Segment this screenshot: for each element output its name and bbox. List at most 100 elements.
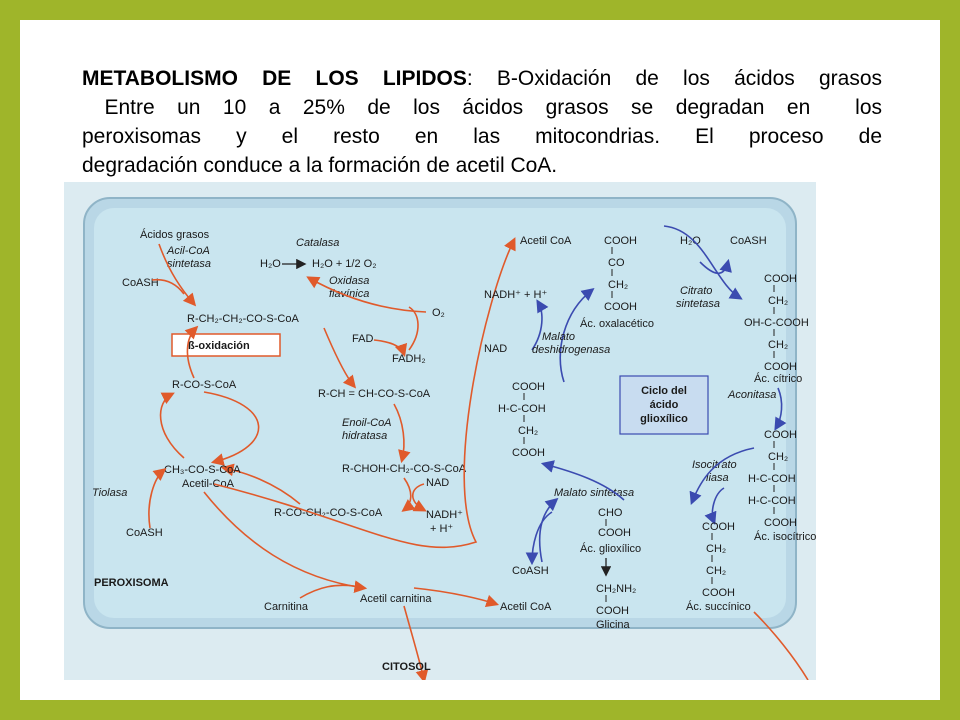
label-catalasa: Catalasa [296,237,339,249]
arrow-fadh2-reoxidation [408,306,419,351]
label-oxalacetico: Ác. oxalacético [580,317,654,330]
arrow-export-citosol [403,605,429,680]
label-oaa-ch2: CH₂ [608,279,628,291]
label-fadh2: FADH₂ [392,353,426,365]
label-cit-cooh-top: COOH [764,273,797,285]
label-oaa-cooh-1: COOH [604,235,637,247]
label-mal-ch2: CH₂ [518,425,538,437]
label-beta-oxidacion: ß-oxidación [188,340,250,352]
label-fad: FAD [352,333,373,345]
peroxisome-lumen [94,208,786,618]
label-coash-top-left: CoASH [122,277,159,289]
label-box-glioxilico: glioxílico [640,413,688,425]
label-malato: Malato [542,331,575,343]
label-oxidasa: Oxidasa [329,275,369,287]
label-succ-cooh-top: COOH [702,521,735,533]
label-box-acido: ácido [650,399,679,411]
heading-title-rest: : B-Oxidación de los ácidos grasos [466,67,882,90]
label-coash-bottom-right: CoASH [512,565,549,577]
label-acil-sintetasa: sintetasa [167,258,211,270]
label-r-co-s-coa: R-CO-S-CoA [172,379,237,391]
label-acil-coa: Acil-CoA [166,245,210,257]
label-gly-cooh: COOH [596,605,629,617]
label-acetyl-formula: CH₃-CO-S-CoA [164,464,241,476]
label-malato-sintetasa: Malato sintetasa [554,487,634,499]
label-gly-ch2nh2: CH₂NH₂ [596,583,636,595]
label-citrato: Citrato [680,285,712,297]
label-carnitina: Carnitina [264,601,309,613]
label-nadh: NADH⁺ [426,509,463,521]
label-mal-hc: H-C-COH [498,403,546,415]
label-enoil-coa: Enoil-CoA [342,417,392,429]
label-hydroxyacyl-coa: R-CHOH-CH₂-CO-S-CoA [342,463,467,475]
label-succ-ch2-b: CH₂ [706,565,726,577]
arrow-coash-in [151,278,185,295]
arrow-acetyl-to-glyoxylate [213,237,516,549]
label-nad-right: NAD [484,343,507,355]
arrow-enoyl-to-hydroxy [393,403,411,464]
heading-line-3: peroxisomas y el resto en las mitocondri… [82,125,882,148]
arrow-to-succinate [704,487,725,525]
label-h2o-left: H₂O [260,258,281,270]
pathway-svg: Ácidos grasos Acil-CoA sintetasa CoASH R… [64,182,816,680]
label-enoyl-coa: R-CH = CH-CO-S-CoA [318,388,431,400]
label-cit-mid: OH-C-COOH [744,317,809,329]
arrow-rcos-to-acyl [184,325,199,379]
glyoxylate-cycle-box [619,375,709,435]
arrow-isocitrate-lyase [689,447,755,505]
beta-oxidation-box [171,333,281,357]
label-glx-cooh: COOH [598,527,631,539]
label-cho: CHO [598,507,623,519]
metabolic-pathway-figure: Ácidos grasos Acil-CoA sintetasa CoASH R… [64,182,816,680]
label-iso-ch2: CH₂ [768,451,788,463]
label-glicina: Glicina [596,619,631,631]
label-coash-top-right: CoASH [730,235,767,247]
arrow-malate-to-oaa [559,288,595,383]
label-iso-hc1: H-C-COH [748,473,796,485]
label-acetyl-coa-left: Acetil-CoA [182,478,235,490]
arrow-coash-release [699,258,732,275]
label-succinico: Ác. succínico [686,600,751,613]
label-iso-cooh-bot: COOH [764,517,797,529]
label-acetil-coa-top: Acetil CoA [520,235,572,247]
arrow-carnitine-join [299,584,355,599]
label-cit-cooh-bot: COOH [764,361,797,373]
label-acetil-coa-bottom: Acetil CoA [500,601,552,613]
heading-line-2: Entre un 10 a 25% de los ácidos grasos s… [82,96,882,119]
label-mal-cooh-top: COOH [512,381,545,393]
heading-line-4: degradación conduce a la formación de ac… [82,154,558,177]
arrow-nad-to-nadh [531,299,549,351]
arrow-thiolase-coash [148,467,167,529]
arrow-loop-to-rcos [159,392,185,459]
label-succ-cooh-bot: COOH [702,587,735,599]
arrow-fad-to-fadh2 [373,339,408,358]
label-acetil-carnitina: Acetil carnitina [360,593,432,605]
arrow-nad-reduction [411,483,427,512]
label-deshidrogenasa: deshidrogenasa [532,344,610,356]
arrow-carnitine-to-acetylcoa [413,587,500,608]
label-aconitasa: Aconitasa [727,389,776,401]
label-acyl-coa: R-CH₂-CH₂-CO-S-CoA [187,313,299,325]
label-tiolasa: Tiolasa [92,487,127,499]
arrow-o2-to-h2o2 [306,276,427,313]
label-citrato-sintetasa: sintetasa [676,298,720,310]
label-oaa-co: CO [608,257,625,269]
label-isocitrato: Isocitrato [692,459,737,471]
arrow-keto-to-acetyl [220,463,301,505]
label-succ-ch2-a: CH₂ [706,543,726,555]
label-isocitrico: Ác. isocítrico [754,530,816,543]
label-oaa-cooh-2: COOH [604,301,637,313]
label-peroxisoma: PEROXISOMA [94,577,169,589]
arrow-acyl-to-enoyl [323,327,357,389]
label-coash-bottom-left: CoASH [126,527,163,539]
label-nad-left: NAD [426,477,449,489]
arrow-hydroxy-to-keto [401,477,416,512]
label-cit-ch2-b: CH₂ [768,339,788,351]
label-hidratasa: hidratasa [342,430,387,442]
label-flavinica: flavínica [329,288,369,300]
label-acidos-grasos: Ácidos grasos [140,228,210,241]
label-glioxilico: Ác. glioxílico [580,542,641,555]
label-mal-cooh-bot: COOH [512,447,545,459]
label-box-ciclo: Ciclo del [641,385,687,397]
arrow-succinate-export [753,611,809,680]
